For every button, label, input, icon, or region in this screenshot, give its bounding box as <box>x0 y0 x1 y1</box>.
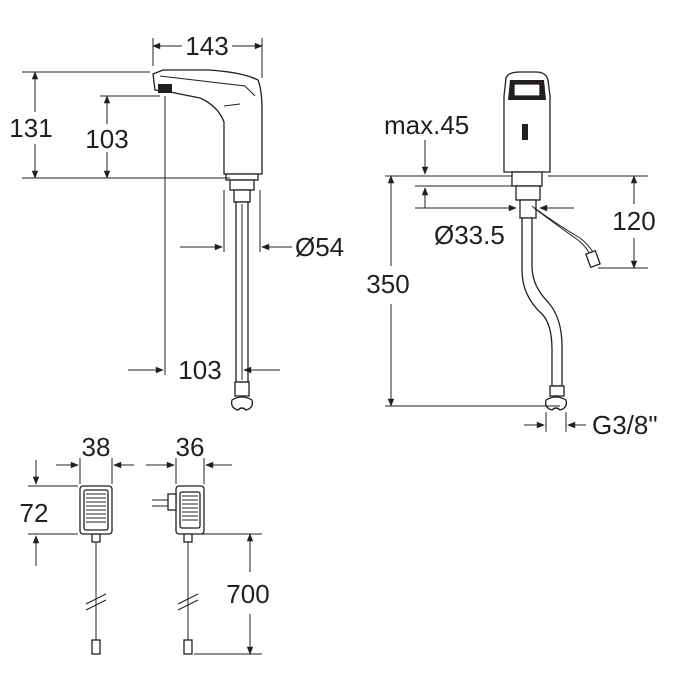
power-adapter-front: 38 72 <box>20 432 134 655</box>
dim-adapter-depth: 36 <box>176 432 205 462</box>
dim-adapter-width: 38 <box>82 432 111 462</box>
dim-total-height: 131 <box>9 113 52 143</box>
cable-plug <box>585 249 601 269</box>
power-adapter-side: 36 700 <box>146 432 270 655</box>
faucet-side-view: 143 131 103 Ø54 103 <box>9 31 344 411</box>
faucet-nut <box>233 189 251 203</box>
dim-cable-length: 120 <box>612 206 655 236</box>
faucet-front-view: max.45 Ø33.5 120 350 G3/8" <box>366 71 658 440</box>
front-nut <box>515 185 541 201</box>
dim-max-deck: max.45 <box>384 110 469 140</box>
faucet-base-ring <box>225 173 259 181</box>
dim-thread: G3/8" <box>592 410 658 440</box>
dim-adapter-height: 72 <box>20 498 49 528</box>
dim-spout-reach: 103 <box>178 355 221 385</box>
adapter-side-plug <box>183 639 193 655</box>
dim-faucet-width: 143 <box>185 31 228 61</box>
faucet-base <box>229 179 255 191</box>
dim-spout-height: 103 <box>85 124 128 154</box>
dim-cord-length: 700 <box>226 579 269 609</box>
dim-base-diameter: Ø54 <box>295 232 344 262</box>
front-base <box>511 171 543 187</box>
sensor-window <box>522 124 528 140</box>
dim-hole-diameter: Ø33.5 <box>434 220 505 250</box>
front-hose <box>521 217 563 387</box>
faucet-body <box>152 69 263 175</box>
dim-hose-length: 350 <box>366 269 409 299</box>
hose-fitting <box>234 381 250 397</box>
spout-outlet <box>158 84 172 93</box>
adapter-front-plug <box>91 639 101 655</box>
front-shank <box>519 199 537 219</box>
